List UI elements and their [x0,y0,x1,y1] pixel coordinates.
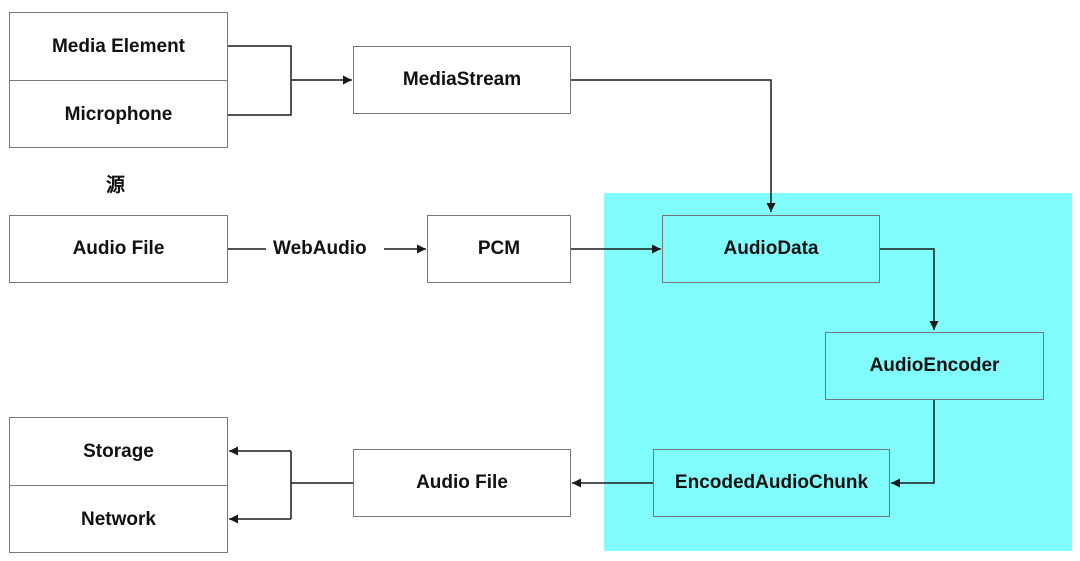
audio-file-source-node: Audio File [9,215,228,283]
pcm-node: PCM [427,215,571,283]
connector-audiofile-split [290,451,353,519]
mediastream-node: MediaStream [353,46,571,114]
audio-file-output-node: Audio File [353,449,571,517]
encoding-region [604,193,1072,551]
network-node: Network [81,508,156,530]
source-group-live: Media Element Microphone [9,12,228,148]
arrow-mediastream-to-audiodata [571,79,776,212]
storage-node: Storage [83,440,154,462]
arrow-encoder-to-chunk [891,400,935,488]
arrow-audiodata-to-encoder [880,248,939,330]
destination-group: Storage Network [9,417,228,553]
media-element-node: Media Element [51,35,186,57]
webaudio-label: WebAudio [273,238,367,259]
group-divider [10,485,227,486]
group-divider [10,80,227,81]
microphone-node: Microphone [64,103,173,125]
audio-encoder-node: AudioEncoder [825,332,1044,400]
connector-media-element [228,45,292,80]
audiodata-node: AudioData [662,215,880,283]
connector-microphone [228,80,292,116]
encoded-audio-chunk-node: EncodedAudioChunk [653,449,890,517]
source-label: 源 [106,175,126,196]
